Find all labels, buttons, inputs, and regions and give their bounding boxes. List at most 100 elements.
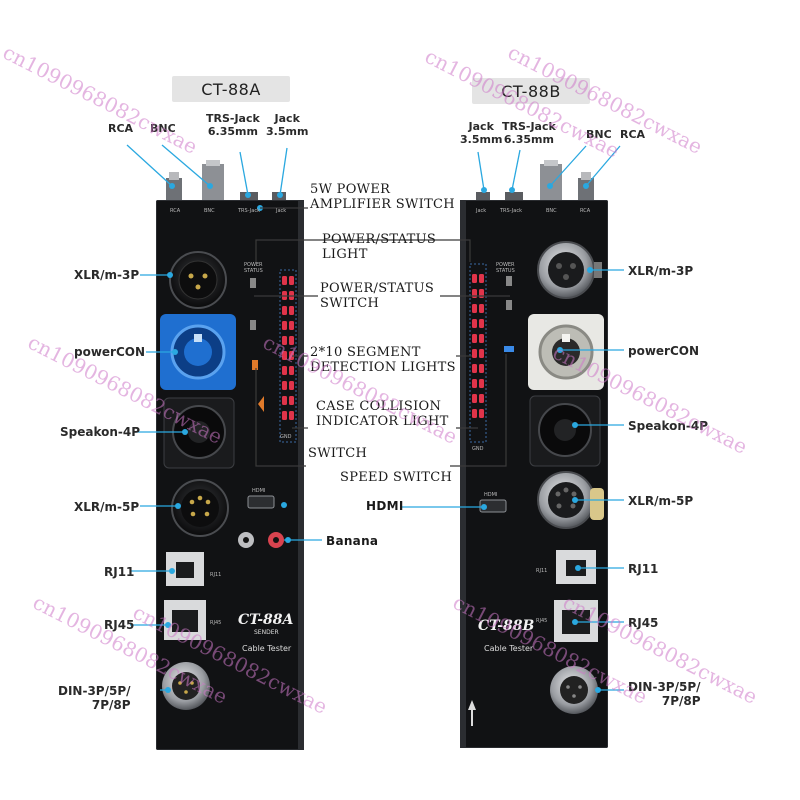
segment-led (472, 319, 477, 328)
right-label-bnc: BNC (586, 128, 612, 141)
right-brand: CT-88B (478, 618, 535, 634)
segment-led (289, 366, 294, 375)
callout-switch: SWITCH (308, 446, 368, 461)
right-top-bnc (540, 160, 562, 200)
right-panel-jack: Jack (476, 208, 487, 214)
left-panel-jack: Jack (276, 208, 287, 214)
left-banana-sockets (238, 532, 284, 548)
right-label-xlr5: XLR/m-5P (628, 494, 694, 508)
right-label-rj11: RJ11 (628, 562, 659, 576)
callout-segment-lights: 2*10 SEGMENT DETECTION LIGHTS (310, 345, 456, 375)
right-hdmi-port (479, 499, 507, 513)
right-panel-rj45: RJ45 (536, 618, 548, 624)
right-label-rj45: RJ45 (628, 616, 659, 630)
callout-hdmi: HDMI (366, 499, 404, 513)
left-caption: Cable Tester (242, 644, 292, 653)
right-panel-trs: TRS-Jack (500, 208, 522, 214)
segment-led (282, 276, 287, 285)
segment-led (479, 274, 484, 283)
segment-led (289, 411, 294, 420)
segment-led (479, 409, 484, 418)
segment-led (472, 334, 477, 343)
left-hdmi-port (247, 495, 275, 509)
callout-speed-switch: SPEED SWITCH (340, 470, 453, 485)
segment-led (472, 409, 477, 418)
left-label-bnc: BNC (150, 122, 176, 135)
segment-led (479, 349, 484, 358)
left-panel-rca: RCA (170, 208, 181, 214)
left-speakon-connector (163, 397, 235, 469)
left-label-xlr5: XLR/m-5P (74, 500, 140, 514)
left-label-powercon: powerCON (74, 345, 146, 359)
left-panel-trs: TRS-Jack (238, 208, 260, 214)
segment-led (472, 379, 477, 388)
model-tag-right: CT-88B (472, 78, 590, 104)
segment-led (479, 334, 484, 343)
segment-led (289, 306, 294, 315)
right-label-jack: Jack 3.5mm (460, 120, 503, 146)
right-label-din: DIN-3P/5P/ 7P/8P (628, 680, 701, 708)
segment-led (472, 394, 477, 403)
segment-led (282, 351, 287, 360)
left-pointer-lines (126, 144, 288, 691)
left-label-rj45: RJ45 (104, 618, 135, 632)
right-xlr5-connector (537, 471, 604, 529)
segment-led (479, 304, 484, 313)
left-powercon-connector (160, 314, 236, 390)
right-top-trs (505, 192, 523, 200)
left-panel-rj45: RJ45 (210, 620, 222, 626)
left-panel-power-status: POWER STATUS (244, 262, 263, 274)
segment-led (282, 336, 287, 345)
left-panel-rj11: RJ11 (210, 572, 222, 578)
left-top-bnc (202, 160, 224, 200)
callout-amp-switch: 5W POWER AMPLIFIER SWITCH (310, 182, 455, 212)
left-label-rca: RCA (108, 122, 134, 135)
segment-led (282, 366, 287, 375)
callout-status-switch: POWER/STATUS SWITCH (320, 281, 435, 311)
left-rj45-port (164, 600, 206, 640)
right-panel-rj11: RJ11 (536, 568, 548, 574)
left-label-speakon: Speakon-4P (60, 425, 141, 439)
right-din-connector (550, 666, 598, 714)
segment-led (289, 351, 294, 360)
right-panel-bnc: BNC (546, 208, 557, 214)
segment-led (289, 381, 294, 390)
segment-led (282, 306, 287, 315)
left-label-xlr3: XLR/m-3P (74, 268, 140, 282)
segment-led (479, 364, 484, 373)
segment-led (472, 289, 477, 298)
right-led-column (469, 263, 487, 443)
left-sender: SENDER (254, 629, 279, 636)
segment-led (289, 336, 294, 345)
segment-led (472, 304, 477, 313)
left-label-trs: TRS-Jack 6.35mm (206, 112, 260, 138)
left-label-din: DIN-3P/5P/ 7P/8P (58, 684, 131, 712)
right-panel-rca: RCA (580, 208, 591, 214)
right-speakon-connector (529, 395, 601, 467)
segment-led (479, 379, 484, 388)
callout-lines (254, 207, 510, 467)
left-led-lights (282, 276, 294, 420)
left-panel-hdmi: HDMI (252, 488, 266, 494)
left-panel-bnc: BNC (204, 208, 215, 214)
right-label-trs: TRS-Jack 6.35mm (502, 120, 556, 146)
segment-led (479, 319, 484, 328)
segment-led (472, 349, 477, 358)
segment-led (289, 321, 294, 330)
segment-led (289, 396, 294, 405)
right-caption: Cable Tester (484, 644, 534, 653)
segment-led (282, 411, 287, 420)
segment-led (289, 276, 294, 285)
segment-led (472, 274, 477, 283)
left-panel-gnd: GND (280, 434, 292, 440)
left-small-switches (250, 278, 264, 412)
callout-banana: Banana (326, 534, 379, 548)
callout-status-light: POWER/STATUS LIGHT (322, 232, 437, 262)
right-powercon-connector (528, 314, 604, 390)
left-label-rj11: RJ11 (104, 565, 135, 579)
right-panel-hdmi: HDMI (484, 492, 498, 498)
segment-led (282, 321, 287, 330)
segment-led (282, 381, 287, 390)
right-label-speakon: Speakon-4P (628, 419, 709, 433)
